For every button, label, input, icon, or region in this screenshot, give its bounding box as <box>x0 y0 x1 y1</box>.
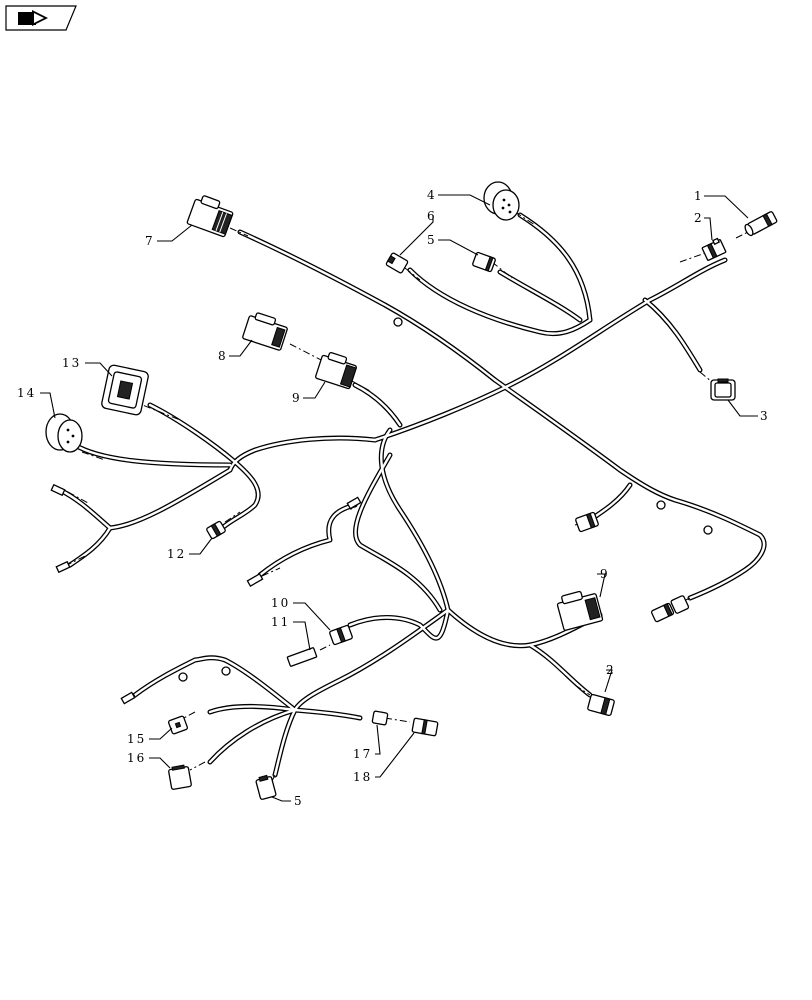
connector-6 <box>385 252 409 274</box>
leader-lines <box>40 194 758 802</box>
clip-right-2 <box>703 525 713 535</box>
connector-3 <box>710 378 736 401</box>
wire-from-6 <box>407 267 593 337</box>
callout-7: 7 <box>145 234 155 248</box>
clip-lower-2 <box>221 666 231 676</box>
wire-10-11-inner <box>348 608 450 640</box>
callout-8: 8 <box>218 349 228 363</box>
terminal-left-upper <box>50 483 66 497</box>
callout-3: 3 <box>760 409 770 423</box>
connector-1 <box>744 211 778 237</box>
connector-11 <box>286 647 318 667</box>
clip-lower-1 <box>178 672 188 682</box>
wire-lower-5b-inner <box>273 708 297 777</box>
callout-2: 2 <box>694 211 704 225</box>
callout-18: 18 <box>353 770 372 784</box>
wire-from-14-inner <box>73 443 232 467</box>
wire-from-6-inner <box>408 268 592 335</box>
terminal-center-left <box>246 573 264 587</box>
wire-to-3 <box>642 297 703 373</box>
nav-back-button[interactable] <box>5 5 77 31</box>
wire-right-branch-inner <box>673 498 766 600</box>
connector-16 <box>168 764 192 790</box>
connector-5-lower <box>255 774 277 800</box>
wire-trunk-upper-inner <box>373 258 727 442</box>
wire-from-13-inner <box>148 403 260 532</box>
wire-left-terminals <box>57 467 233 531</box>
wire-center-terminal-inner <box>258 503 357 577</box>
wire-from-9-upper <box>352 382 403 428</box>
connector-15 <box>168 715 188 735</box>
callout-2-lower: 2 <box>606 663 616 677</box>
connector-4-round <box>483 181 520 221</box>
wire-from-7 <box>237 229 498 383</box>
callout-5: 5 <box>427 233 437 247</box>
wire-to-2b-inner <box>528 643 592 697</box>
wire-center-left-branch-inner <box>354 453 442 612</box>
callout-1: 1 <box>694 189 704 203</box>
callout-16: 16 <box>127 751 146 765</box>
connector-right-pair-lower <box>650 595 690 623</box>
harness-wires <box>57 212 767 778</box>
wire-center-down-inner <box>380 428 450 612</box>
connector-7 <box>186 195 234 238</box>
connector-2-upper <box>701 237 727 261</box>
connector-9-lower <box>556 590 604 631</box>
clip-upper <box>393 317 403 327</box>
wire-lower-16-inner <box>208 708 297 764</box>
callout-11: 11 <box>271 615 290 629</box>
connector-5-upper <box>472 251 496 273</box>
wire-lower-terminals-inner <box>133 658 197 697</box>
callout-15: 15 <box>127 732 146 746</box>
connector-10 <box>329 624 353 646</box>
terminal-left-lower <box>55 560 71 574</box>
callout-5-lower: 5 <box>294 794 304 808</box>
connector-12 <box>206 520 226 540</box>
connector-18 <box>411 717 439 737</box>
callout-17: 17 <box>353 747 372 761</box>
callout-13: 13 <box>62 356 81 370</box>
connector-right-pair-upper <box>575 511 599 533</box>
connector-8 <box>242 312 288 351</box>
clip-right-1 <box>656 500 666 510</box>
callout-9-lower: 9 <box>600 567 610 581</box>
wire-to-3-inner <box>643 298 702 372</box>
wire-right-branch <box>672 497 767 601</box>
wire-from-5-inner <box>498 270 582 322</box>
callout-9: 9 <box>292 391 302 405</box>
connector-13-grommet <box>101 364 149 416</box>
callout-6: 6 <box>427 209 437 223</box>
terminal-center-upper <box>346 496 362 510</box>
wire-from-7-inner <box>238 230 497 382</box>
callout-labels: 1 2 3 4 5 6 7 8 9 13 14 12 9 10 11 2 15 … <box>17 188 770 808</box>
wire-lower-upper-left-inner <box>193 656 297 712</box>
wire-from-9-upper-inner <box>353 383 402 427</box>
callout-4: 4 <box>427 188 437 202</box>
wire-10-11 <box>347 607 451 641</box>
wire-lower-main-inner <box>293 608 450 712</box>
wire-left-terminals-inner <box>58 468 232 530</box>
wire-lower-left-inner <box>208 705 297 714</box>
callout-12: 12 <box>167 547 186 561</box>
callout-14: 14 <box>17 386 36 400</box>
callout-10: 10 <box>271 596 290 610</box>
wire-left-lower-inner <box>68 526 112 567</box>
wire-left-lower <box>67 525 113 568</box>
wire-trunk-left <box>227 435 378 473</box>
connector-2-lower <box>587 693 615 717</box>
wire-center-left-branch <box>353 452 443 613</box>
connector-14-round <box>45 413 83 453</box>
wire-lower-upper-left <box>192 655 298 713</box>
terminal-lower-left <box>120 691 136 705</box>
wire-diag-right-inner <box>493 378 677 502</box>
folder-arrow-icon <box>18 10 48 26</box>
wire-lower-17-inner <box>293 708 362 720</box>
connector-9-upper <box>315 351 357 390</box>
connector-17 <box>371 710 389 726</box>
